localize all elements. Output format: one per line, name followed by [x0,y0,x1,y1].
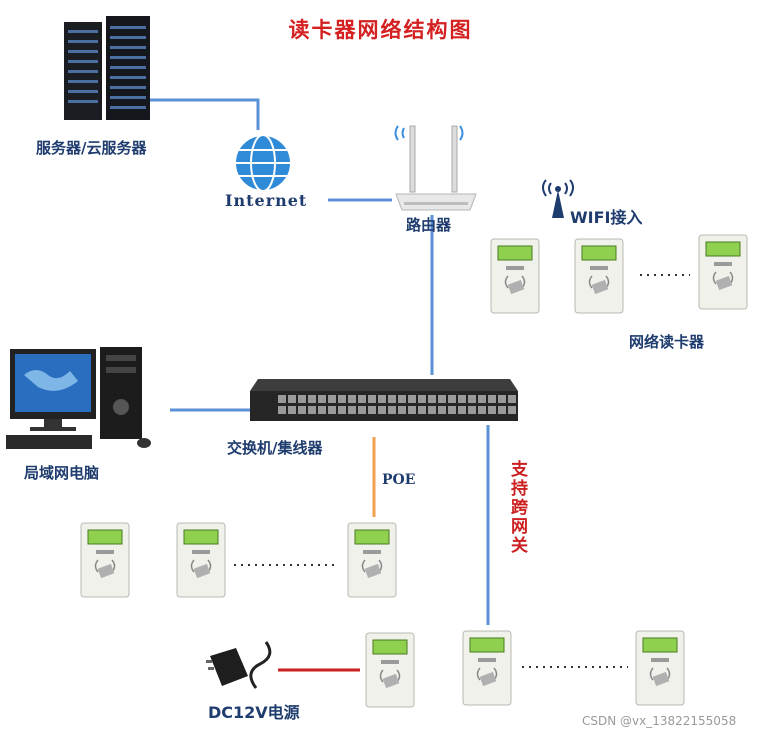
card-reader-icon [176,522,226,598]
switch-port [388,406,396,414]
switch-port [358,406,366,414]
card-reader-icon [698,234,748,310]
server-rack-icon [64,16,150,120]
switch-port [468,406,476,414]
switch-port [298,395,306,403]
card-reader-icon [80,522,130,598]
switch-port [278,406,286,414]
switch-port [478,395,486,403]
switch-port [498,406,506,414]
power-label: DC12V电源 [208,703,300,722]
switch-port [368,395,376,403]
switch-port [298,406,306,414]
switch-port [418,395,426,403]
globe-icon [234,134,292,192]
switch-port [508,406,516,414]
switch-port [308,395,316,403]
server-label: 服务器/云服务器 [36,139,147,157]
switch-port [428,406,436,414]
switch-port [338,406,346,414]
diagram-title: 读卡器网络结构图 [288,18,473,42]
switch-port [458,395,466,403]
line-server-internet [150,98,260,130]
switch-port [468,395,476,403]
router-label: 路由器 [406,216,452,234]
power-adapter-icon [206,641,272,689]
switch-port [368,406,376,414]
switch-port [288,395,296,403]
switch-port [278,395,286,403]
switch-port [308,406,316,414]
switch-port [388,395,396,403]
desktop-pc-icon [6,347,151,449]
switch-port [498,395,506,403]
switch-port [318,395,326,403]
switch-port [318,406,326,414]
switch-port [348,395,356,403]
switch-port [438,406,446,414]
switch-port [288,406,296,414]
wifi-label: WIFI接入 [570,208,643,227]
switch-port [438,395,446,403]
card-reader-icon [347,522,397,598]
card-reader-icon [574,238,624,314]
lan-pc-label: 局域网电脑 [24,464,100,482]
switch-port [408,395,416,403]
card-reader-icon [490,238,540,314]
card-reader-icon [462,630,512,706]
switch-port [448,395,456,403]
switch-port [478,406,486,414]
switch-port [398,406,406,414]
switch-port [378,395,386,403]
switch-port [328,406,336,414]
switch-label: 交换机/集线器 [227,439,323,457]
network-switch-icon [250,379,518,421]
switch-port [508,395,516,403]
switch-port [428,395,436,403]
switch-port [398,395,406,403]
switch-port [488,406,496,414]
network-reader-label: 网络读卡器 [629,333,705,351]
switch-port [328,395,336,403]
switch-port [348,406,356,414]
wifi-signal-icon [542,179,574,218]
poe-label: POE [382,472,416,488]
internet-label: Internet [225,191,308,210]
watermark: CSDN @vx_13822155058 [582,714,737,728]
switch-port [458,406,466,414]
cross-gateway-label: 支持跨网关 [507,460,527,555]
switch-port [408,406,416,414]
switch-port [448,406,456,414]
switch-port [378,406,386,414]
switch-port [488,395,496,403]
switch-port [338,395,346,403]
router-icon [394,125,477,211]
card-reader-icon [635,630,685,706]
card-reader-icon [365,632,415,708]
switch-port [358,395,366,403]
switch-port [418,406,426,414]
